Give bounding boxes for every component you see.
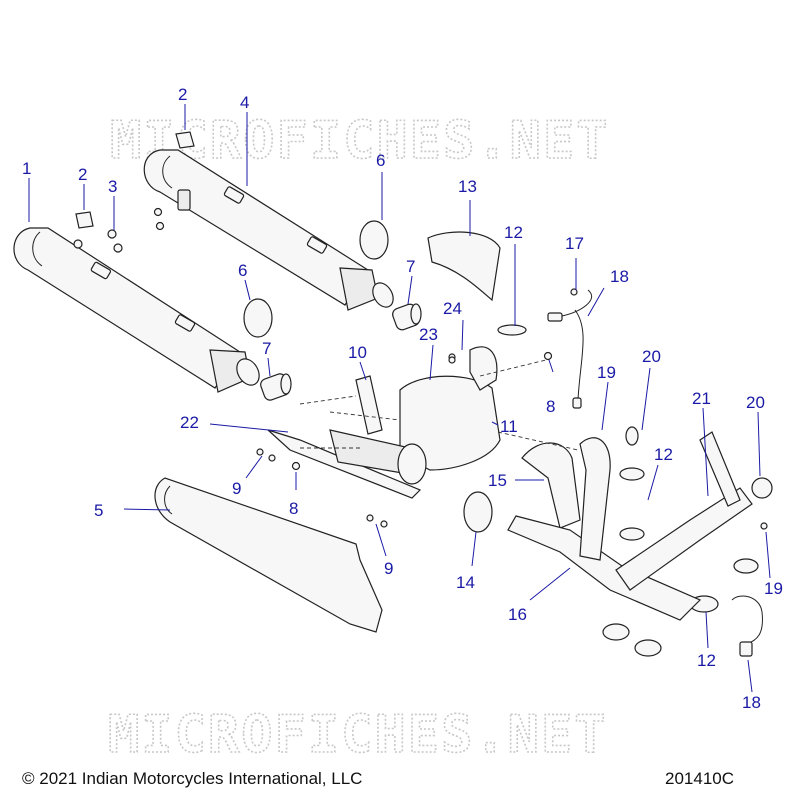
muffler-right	[143, 149, 394, 311]
callout-8-right: 8	[546, 397, 555, 416]
callout-1: 1	[22, 159, 31, 178]
o2-sensor-lower	[731, 595, 763, 657]
exhaust-port-gasket	[751, 477, 773, 499]
band-clamp	[463, 491, 493, 533]
diagram-id: 201410C	[665, 769, 734, 788]
clamp-small-c	[619, 527, 645, 541]
callout-12-bottom: 12	[697, 651, 716, 670]
callout-7-lower: 7	[262, 339, 271, 358]
callout-15: 15	[488, 471, 507, 490]
callout-2-upper: 2	[178, 85, 187, 104]
callout-24: 24	[443, 299, 462, 318]
head-pipe-front	[521, 442, 581, 529]
bracket-plate	[267, 429, 422, 499]
fastener-8b	[291, 461, 301, 471]
gasket-upper	[625, 426, 639, 446]
callout-18-top: 18	[610, 267, 629, 286]
fastener-9c	[366, 514, 374, 522]
callout-13: 13	[458, 177, 477, 196]
fastener-9b	[268, 454, 276, 462]
callout-9-left: 9	[232, 479, 241, 498]
copyright-notice: © 2021 Indian Motorcycles International,…	[22, 769, 362, 788]
clamp-small-a	[497, 324, 527, 336]
assembly-line-b	[479, 359, 579, 451]
callout-12-top: 12	[504, 223, 523, 242]
heat-shield-top	[427, 231, 501, 302]
callout-21: 21	[692, 389, 711, 408]
callout-3: 3	[108, 177, 117, 196]
assembly-line-a	[299, 395, 401, 449]
clamp-small-g	[733, 558, 759, 574]
callout-8-left: 8	[289, 499, 298, 518]
callout-11: 11	[500, 417, 518, 436]
bolts-group-3	[107, 207, 165, 253]
callout-23: 23	[419, 325, 438, 344]
callout-4: 4	[240, 93, 249, 112]
catalytic-body	[329, 346, 501, 485]
clamp-upper	[359, 220, 389, 260]
callout-17: 17	[565, 234, 584, 253]
callout-6-upper: 6	[376, 151, 385, 170]
fastener-9a	[256, 448, 264, 456]
hanger-clip-lower	[75, 211, 94, 229]
callout-19-top: 19	[597, 363, 616, 382]
mount-bracket	[355, 375, 383, 435]
watermark-bottom: MICROFICHES.NET	[108, 705, 608, 765]
clamp-small-e	[602, 623, 630, 641]
callout-20-top: 20	[642, 347, 661, 366]
clamp-small-f	[634, 639, 662, 657]
callout-20-right: 20	[746, 393, 765, 412]
coupler-lower	[260, 373, 292, 401]
fastener-8a	[543, 351, 553, 361]
callout-6-lower: 6	[238, 261, 247, 280]
callout-22: 22	[180, 413, 199, 432]
callout-9-lower: 9	[384, 559, 393, 578]
leader-lines	[28, 104, 771, 693]
clamp-lower	[243, 298, 273, 338]
callout-14: 14	[456, 573, 475, 592]
clamp-small-b	[619, 467, 645, 481]
callout-10: 10	[348, 343, 367, 362]
fastener-24	[448, 356, 456, 364]
o2-sensor-upper	[547, 288, 593, 409]
muffler-left	[13, 227, 260, 393]
callout-12-mid: 12	[654, 445, 673, 464]
callout-19-bottom: 19	[764, 579, 783, 598]
callout-2-lower: 2	[78, 165, 87, 184]
coupler-upper	[392, 303, 422, 331]
gasket-small	[760, 522, 768, 530]
callout-18-bottom: 18	[742, 693, 761, 712]
callout-7-upper: 7	[406, 257, 415, 276]
header-pipes	[507, 431, 753, 621]
callout-16: 16	[508, 605, 527, 624]
heat-shield-long	[154, 477, 383, 633]
fastener-9d	[380, 520, 388, 528]
callout-5: 5	[94, 501, 103, 520]
hanger-clip-upper	[175, 131, 195, 149]
